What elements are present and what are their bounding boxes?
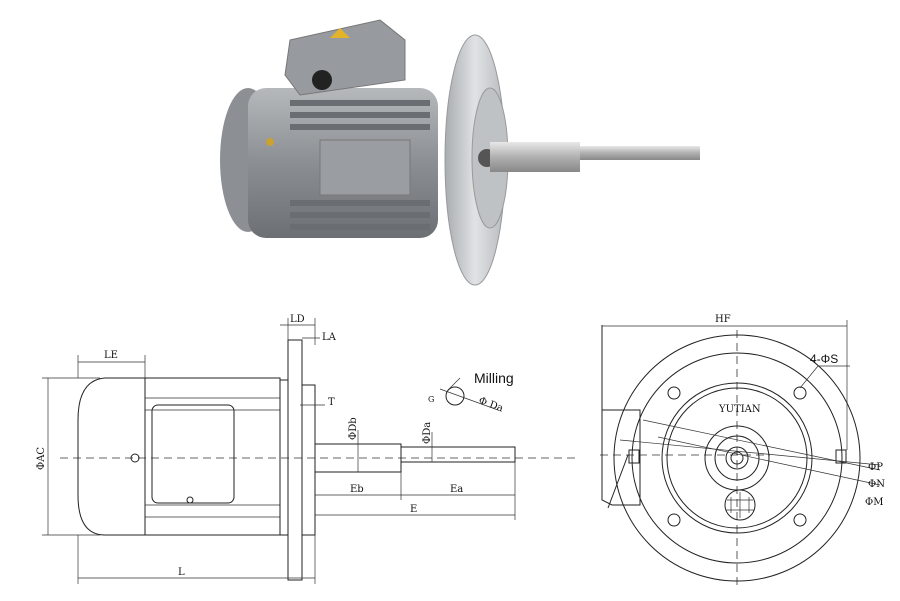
flange-plate (287, 339, 303, 581)
label-m: ΦM (865, 497, 883, 508)
label-t: T (328, 397, 335, 408)
bolt-hole (667, 513, 681, 527)
brand-label: YUTIAN (718, 404, 761, 415)
motor-body (144, 377, 281, 536)
shaft-da (400, 446, 516, 463)
ground-screw-icon (130, 453, 140, 463)
motor-photo (220, 19, 700, 286)
label-milling: Milling (474, 370, 514, 386)
front-view-drawing: HF YUTIAN 4-ΦS ΦP ΦN ΦM (600, 314, 885, 590)
label-p: ΦP (868, 462, 883, 473)
side-view-drawing: LE ΦAC LD LA T ΦDb ΦDa Eb Ea E L G Milli… (36, 314, 580, 584)
bolt-hole (793, 386, 807, 400)
fan-cover (77, 377, 146, 536)
shaft (580, 146, 700, 160)
label-hf: HF (715, 314, 731, 325)
label-g: G (428, 395, 434, 404)
shaft-step (490, 142, 580, 172)
label-n: ΦN (868, 479, 885, 490)
flange-outer (613, 334, 861, 582)
label-db: ΦDb (348, 417, 359, 440)
label-ld: LD (290, 314, 305, 325)
terminal-box-outline (151, 404, 235, 504)
cable-gland (312, 70, 332, 90)
label-milling-da: Φ Da (477, 395, 505, 414)
label-s: 4-ΦS (810, 352, 838, 366)
cooling-fins (290, 100, 430, 230)
bolt-hole (793, 513, 807, 527)
label-le: LE (104, 350, 118, 361)
vent-grid-icon (724, 489, 756, 521)
label-e: E (410, 504, 417, 515)
label-da: ΦDa (422, 422, 433, 444)
ground-screw-icon (266, 138, 274, 146)
warning-label-icon (330, 28, 350, 38)
label-eb: Eb (350, 484, 364, 495)
label-l: L (178, 567, 185, 578)
label-ac: ΦAC (36, 447, 47, 470)
label-la: LA (322, 332, 337, 343)
label-ea: Ea (450, 484, 463, 495)
terminal-box (284, 19, 406, 96)
bolt-hole (667, 386, 681, 400)
